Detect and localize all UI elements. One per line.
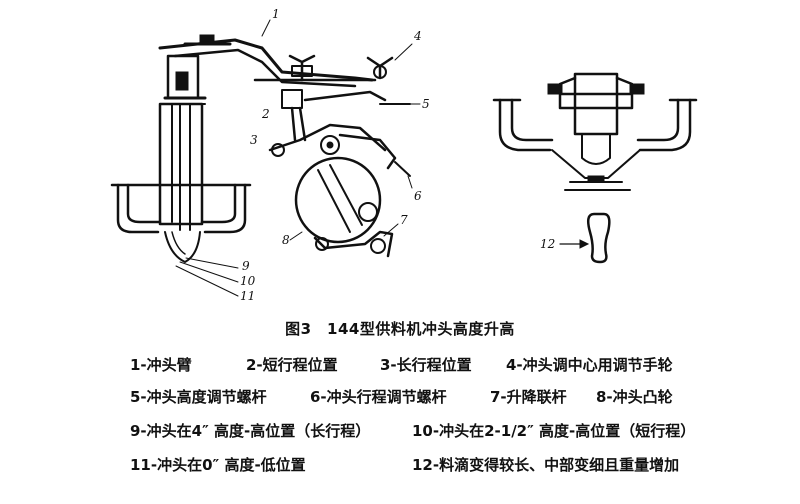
legend-item-12: 12-料滴变得较长、中部变细且重量增加 xyxy=(412,456,680,474)
legend-item-1: 1-冲头臂 xyxy=(130,356,192,374)
legend-item-9: 9-冲头在4″ 高度-高位置（长行程） xyxy=(130,422,371,440)
gob-detail xyxy=(492,72,698,264)
mechanism-diagram: 1 4 5 2 3 6 7 8 9 10 11 12 xyxy=(110,7,698,303)
callout-4: 4 xyxy=(413,29,422,43)
callout-2: 2 xyxy=(261,107,270,121)
legend-item-11: 11-冲头在0″ 高度-低位置 xyxy=(130,456,306,474)
legend-item-8: 8-冲头凸轮 xyxy=(596,388,673,406)
callout-11: 11 xyxy=(240,289,255,303)
legend-item-7: 7-升降联杆 xyxy=(490,388,567,406)
plunger-mechanism xyxy=(110,19,421,297)
legend-item-4: 4-冲头调中心用调节手轮 xyxy=(506,356,673,374)
callout-10: 10 xyxy=(240,274,256,288)
callout-3: 3 xyxy=(250,133,258,147)
legend-item-6: 6-冲头行程调节螺杆 xyxy=(310,388,447,406)
legend-item-10: 10-冲头在2-1/2″ 高度-高位置（短行程） xyxy=(412,422,696,440)
legend-item-3: 3-长行程位置 xyxy=(380,356,472,374)
legend-item-2: 2-短行程位置 xyxy=(246,356,338,374)
callout-12: 12 xyxy=(540,237,555,251)
callout-8: 8 xyxy=(282,233,290,247)
callout-7: 7 xyxy=(400,213,408,227)
callout-9: 9 xyxy=(242,259,250,273)
callout-1: 1 xyxy=(272,7,280,21)
figure-caption: 图3 144型供料机冲头高度升高 xyxy=(285,320,515,338)
callout-6: 6 xyxy=(414,189,422,203)
centering-handwheels xyxy=(288,54,394,82)
callout-5: 5 xyxy=(422,97,430,111)
legend-item-5: 5-冲头高度调节螺杆 xyxy=(130,388,267,406)
